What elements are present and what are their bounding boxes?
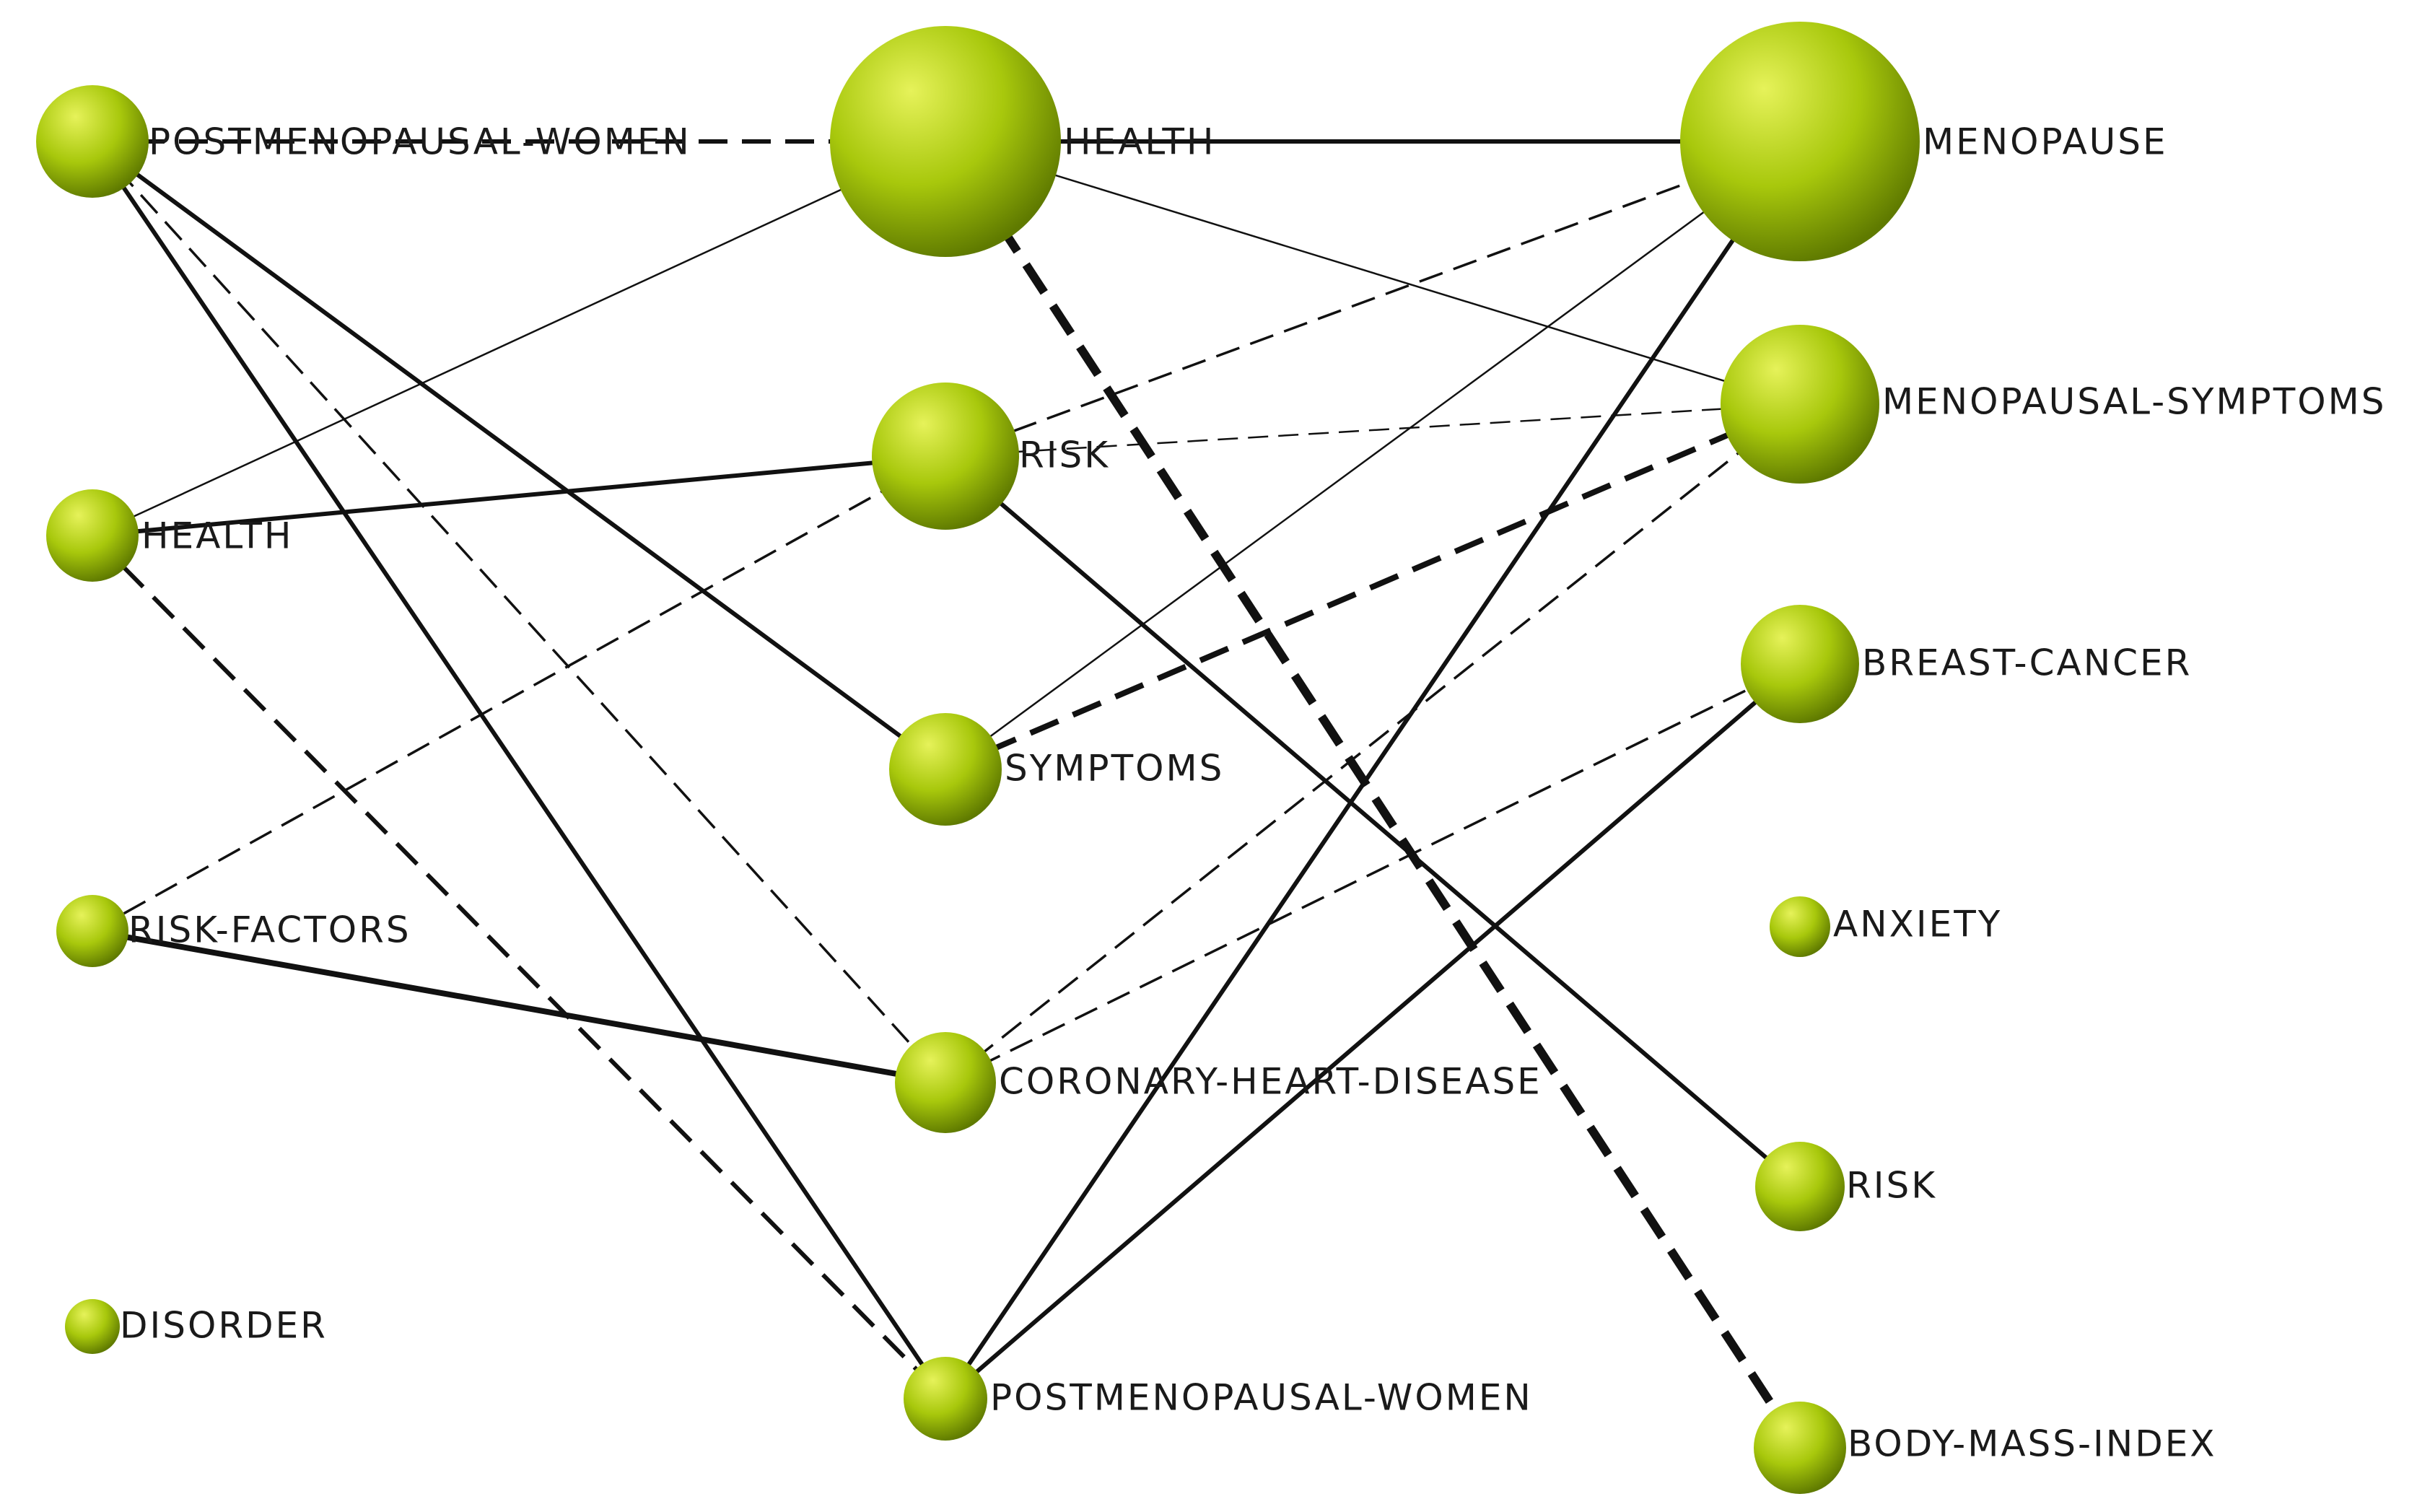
edge-c1n2-c2n1 [92,140,946,537]
edge-c1n3-c2n2 [92,455,946,932]
node-c1n4[interactable] [65,1299,120,1354]
node-label-c1n4: DISORDER [120,1305,328,1347]
node-label-c3n2: MENOPAUSAL-SYMPTOMS [1882,381,2386,423]
edge-c1n1-c2n5 [90,140,948,1400]
edge-c1n1-c2n4 [91,140,947,1084]
edge-c2n2-c3n5 [944,454,1801,1189]
node-label-c1n2: HEALTH [141,515,294,557]
node-c2n4[interactable] [895,1032,996,1133]
edge-c2n3-c3n1 [945,140,1801,771]
edges-layer [90,139,1804,1451]
node-c1n3[interactable] [56,895,128,967]
edge-c1n2-c2n2 [92,454,946,538]
node-c1n2[interactable] [46,489,139,582]
node-c3n4[interactable] [1770,896,1830,957]
node-c3n1[interactable] [1680,22,1920,261]
node-label-c3n5: RISK [1846,1165,1937,1207]
node-label-c2n1: HEALTH [1064,121,1216,163]
node-label-c3n1: MENOPAUSE [1923,121,2168,163]
labels-layer: POSTMENOPAUSAL-WOMEN HEALTH RISK-FACTORS DI… [120,121,2386,1465]
edge-c2n3-c3n2 [944,401,1801,772]
node-c3n6[interactable] [1754,1402,1846,1494]
node-label-c3n3: BREAST-CANCER [1862,642,2192,684]
node-label-c3n4: ANXIETY [1833,904,2002,945]
edge-c2n4-c3n2 [944,403,1801,1084]
edge-c2n5-c3n3 [944,662,1801,1401]
node-c2n5[interactable] [904,1357,987,1441]
node-label-c1n1: POSTMENOPAUSAL-WOMEN [149,121,691,163]
node-label-c2n2: RISK [1019,434,1110,476]
node-label-c2n3: SYMPTOMS [1005,748,1224,790]
edge-c1n3-c2n4 [92,928,946,1085]
node-c1n1[interactable] [36,85,149,198]
edge-c2n2-c3n2 [945,403,1801,458]
node-label-c3n6: BODY-MASS-INDEX [1848,1423,2217,1465]
node-label-c2n5: POSTMENOPAUSAL-WOMEN [990,1377,1533,1419]
node-c2n3[interactable] [889,713,1002,826]
edge-c2n1-c3n2 [945,140,1801,406]
edge-c1n2-c2n5 [90,533,948,1401]
edge-c2n4-c3n3 [945,663,1801,1084]
edge-c2n2-c3n1 [945,140,1801,458]
node-label-c2n4: CORONARY-HEART-DISEASE [999,1061,1542,1103]
nodes-layer [36,22,1920,1494]
node-c2n2[interactable] [872,383,1019,530]
node-label-c1n3: RISK-FACTORS [128,909,411,951]
node-c2n1[interactable] [830,26,1061,257]
node-c3n3[interactable] [1741,605,1859,723]
edge-c2n1-c3n6 [941,139,1804,1451]
node-c3n2[interactable] [1721,325,1879,484]
edge-c2n5-c3n1 [943,140,1802,1400]
node-c3n5[interactable] [1755,1142,1845,1231]
edge-c1n1-c2n3 [91,139,947,772]
